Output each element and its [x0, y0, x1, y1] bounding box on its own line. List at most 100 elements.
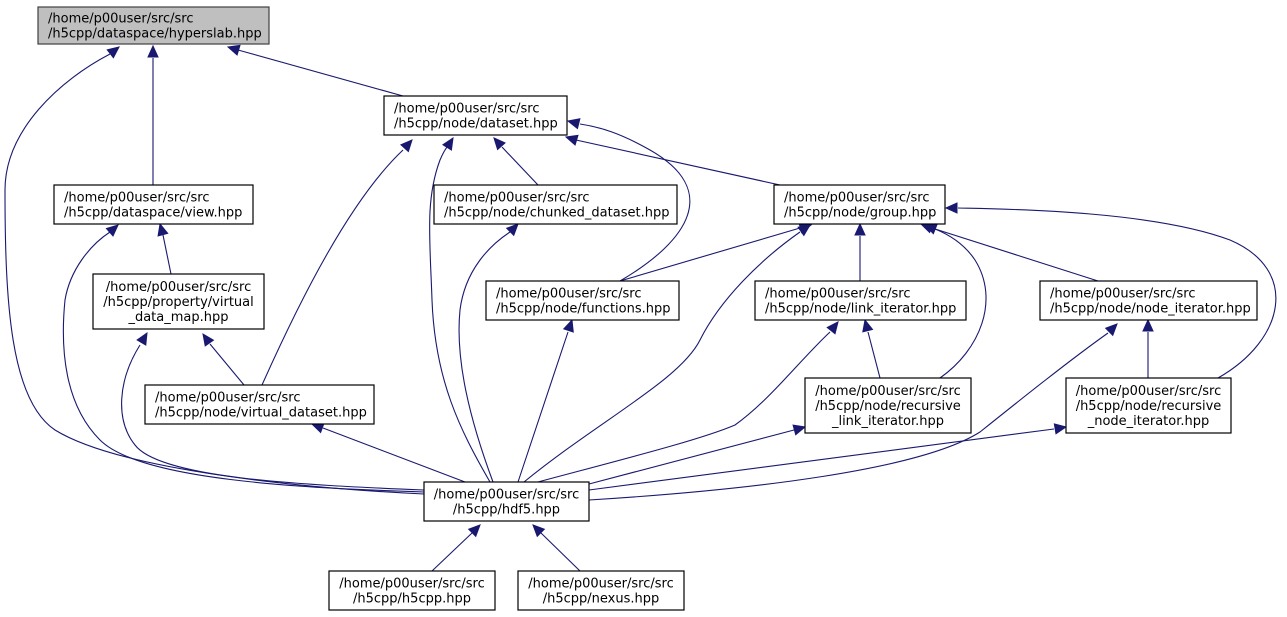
node-box[interactable] [485, 280, 680, 321]
node-label-line: /home/p00user/src/src [339, 577, 484, 592]
node-label-line: _link_iterator.hpp [831, 414, 944, 429]
edge-line [261, 149, 404, 386]
edge-line [579, 123, 691, 282]
node-box[interactable] [37, 6, 270, 45]
arrowhead-icon [562, 318, 574, 333]
node-box[interactable] [1065, 377, 1232, 434]
edge-line [957, 207, 1277, 379]
node-box[interactable] [1039, 280, 1258, 321]
edge-hdf5-to-hyperslab [4, 46, 425, 495]
edge-hdf5-to-virtual_data_map [121, 331, 425, 491]
nodes-layer: /home/p00user/src/src/h5cpp/dataspace/hy… [37, 6, 1258, 611]
node-dataset[interactable]: /home/p00user/src/src/h5cpp/node/dataset… [383, 95, 568, 136]
node-label-line: _data_map.hpp [127, 310, 228, 325]
edges-layer [4, 44, 1277, 572]
node-nexus[interactable]: /home/p00user/src/src/h5cpp/nexus.hpp [517, 570, 685, 611]
node-label-line: /h5cpp/dataspace/view.hpp [64, 206, 242, 221]
arrowhead-icon [157, 222, 169, 237]
node-group[interactable]: /home/p00user/src/src/h5cpp/node/group.h… [773, 184, 946, 225]
arrowhead-icon [826, 321, 839, 335]
edge-line [121, 344, 425, 491]
edge-group-to-dataset [564, 134, 781, 186]
node-box[interactable] [144, 384, 375, 425]
arrowhead-icon [944, 202, 958, 214]
edge-line [431, 532, 473, 572]
node-label-line: /home/p00user/src/src [815, 384, 960, 399]
edge-chunked_dataset-to-dataset [493, 137, 539, 186]
edge-line [523, 231, 801, 483]
edge-view-to-hyperslab [147, 44, 159, 185]
arrowhead-icon [505, 223, 519, 237]
node-view[interactable]: /home/p00user/src/src/h5cpp/dataspace/vi… [53, 184, 254, 225]
node-virtual-data-map[interactable]: /home/p00user/src/src/h5cpp/property/vir… [92, 273, 265, 330]
node-recursive-link-iterator[interactable]: /home/p00user/src/src/h5cpp/node/recursi… [804, 377, 972, 434]
arrowhead-icon [226, 44, 241, 56]
node-box[interactable] [383, 95, 568, 136]
edge-virtual_dataset-to-virtual_data_map [202, 333, 245, 386]
arrowhead-icon [1053, 423, 1068, 435]
edge-hdf5-to-group [523, 224, 811, 483]
arrowhead-icon [862, 318, 874, 333]
node-box[interactable] [517, 570, 685, 611]
node-node-iterator[interactable]: /home/p00user/src/src/h5cpp/node/node_it… [1039, 280, 1258, 321]
node-hyperslab[interactable]: /home/p00user/src/src/h5cpp/dataspace/hy… [37, 6, 270, 45]
node-label-line: /h5cpp/node/dataset.hpp [394, 117, 558, 132]
node-recursive-node-iterator[interactable]: /home/p00user/src/src/h5cpp/node/recursi… [1065, 377, 1232, 434]
node-label-line: /home/p00user/src/src [1050, 287, 1195, 302]
edge-line [588, 429, 795, 485]
edge-hdf5-to-virtual_dataset [310, 422, 466, 483]
node-box[interactable] [92, 273, 265, 330]
edge-hdf5-to-view [62, 224, 425, 493]
edge-line [588, 332, 1109, 501]
edge-hdf5-to-dataset [429, 136, 491, 483]
arrowhead-icon [106, 46, 120, 59]
arrowhead-icon [532, 524, 546, 538]
edge-recursive_node_iterator-to-node_iterator [1142, 318, 1154, 378]
node-label-line: /home/p00user/src/src [64, 191, 209, 206]
node-box[interactable] [423, 481, 590, 522]
node-h5cpp[interactable]: /home/p00user/src/src/h5cpp/h5cpp.hpp [328, 570, 496, 611]
edge-line [322, 427, 466, 483]
edge-recursive_node_iterator-to-group [944, 202, 1277, 379]
arrowhead-icon [923, 223, 938, 235]
node-label-line: /home/p00user/src/src [394, 102, 539, 117]
arrowhead-icon [493, 137, 506, 151]
edge-nexus-to-hdf5 [532, 524, 581, 572]
node-box[interactable] [433, 184, 678, 225]
node-label-line: /home/p00user/src/src [48, 12, 193, 27]
edge-hdf5-to-recursive_node_iterator [588, 423, 1068, 491]
node-box[interactable] [328, 570, 496, 611]
node-label-line: /h5cpp/node/chunked_dataset.hpp [444, 206, 669, 221]
node-label-line: /home/p00user/src/src [1076, 384, 1221, 399]
edge-line [62, 231, 425, 493]
edge-recursive_link_iterator-to-group [923, 223, 987, 379]
node-functions[interactable]: /home/p00user/src/src/h5cpp/node/functio… [485, 280, 680, 321]
edge-hdf5-to-recursive_link_iterator [588, 424, 807, 485]
node-box[interactable] [773, 184, 946, 225]
node-box[interactable] [804, 377, 972, 434]
edge-virtual_data_map-to-view [157, 222, 172, 275]
arrowhead-icon [105, 224, 119, 237]
node-link-iterator[interactable]: /home/p00user/src/src/h5cpp/node/link_it… [754, 280, 967, 321]
node-label-line: /h5cpp/node/virtual_dataset.hpp [155, 406, 367, 421]
node-hdf5[interactable]: /home/p00user/src/src/h5cpp/hdf5.hpp [423, 481, 590, 522]
node-label-line: /h5cpp/node/group.hpp [784, 206, 936, 221]
arrowhead-icon [442, 136, 454, 151]
node-box[interactable] [53, 184, 254, 225]
edge-functions-to-dataset [566, 118, 691, 282]
arrowhead-icon [854, 222, 866, 236]
arrowhead-icon [792, 424, 807, 436]
edge-h5cpp-to-hdf5 [431, 524, 481, 572]
node-label-line: /h5cpp/nexus.hpp [543, 592, 660, 607]
edge-line [537, 331, 831, 483]
node-label-line: /h5cpp/dataspace/hyperslab.hpp [48, 27, 262, 42]
node-label-line: /h5cpp/node/recursive [1076, 399, 1222, 414]
node-label-line: /home/p00user/src/src [765, 287, 910, 302]
arrowhead-icon [202, 333, 215, 347]
edge-link_iterator-to-group [854, 222, 866, 281]
node-virtual-dataset[interactable]: /home/p00user/src/src/h5cpp/node/virtual… [144, 384, 375, 425]
node-box[interactable] [754, 280, 967, 321]
edge-recursive_link_iterator-to-link_iterator [862, 318, 881, 379]
node-chunked-dataset[interactable]: /home/p00user/src/src/h5cpp/node/chunked… [433, 184, 678, 225]
